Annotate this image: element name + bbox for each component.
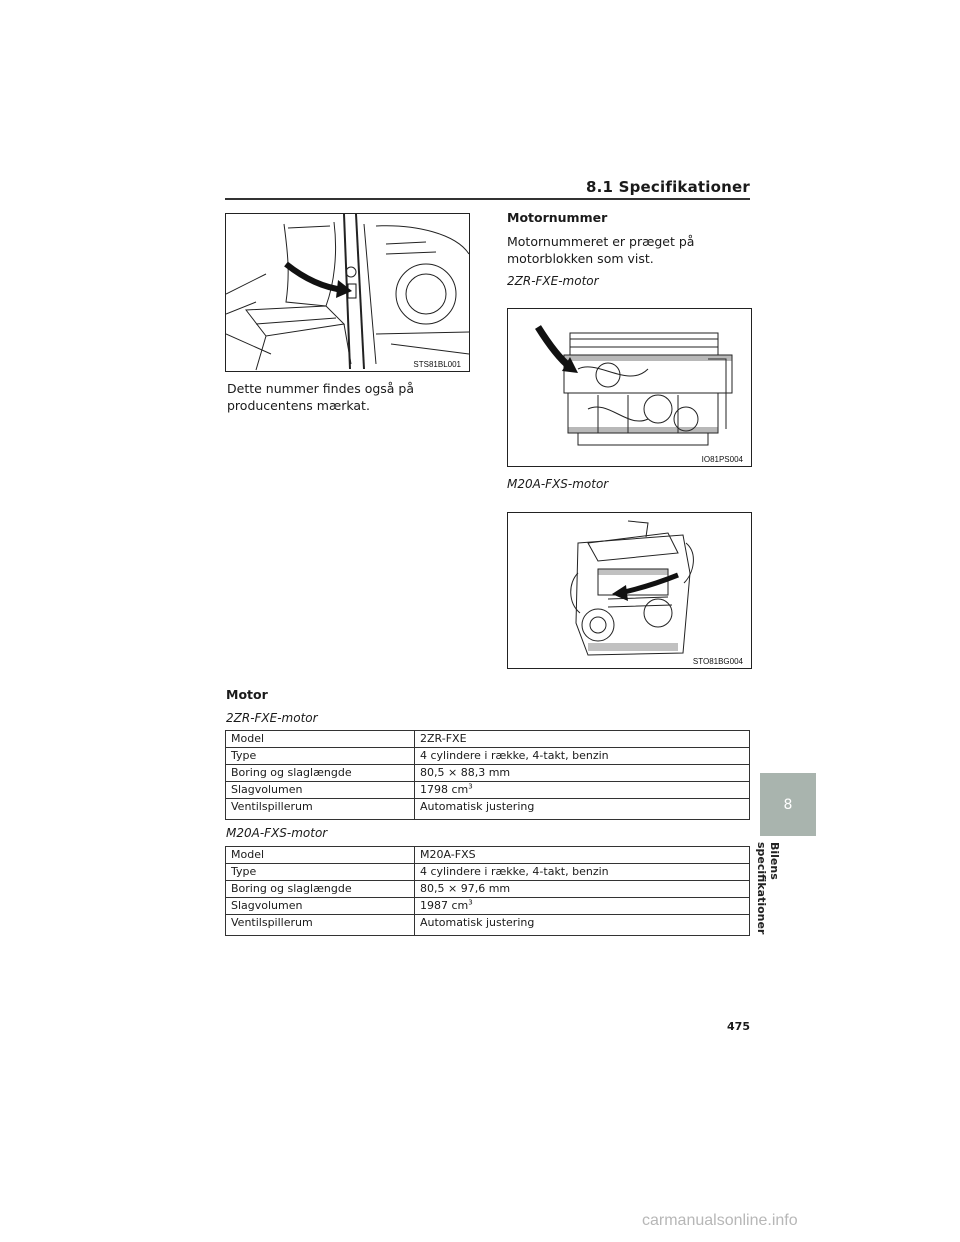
page-number: 475 bbox=[727, 1020, 750, 1033]
spec-name: Ventilspillerum bbox=[225, 914, 415, 936]
spec-table-2zr: Model 2ZR-FXE Type 4 cylindere i række, … bbox=[225, 730, 750, 820]
spec-value: 80,5 × 88,3 mm bbox=[414, 764, 750, 782]
motornummer-heading: Motornummer bbox=[507, 210, 608, 225]
table-row: Type 4 cylindere i række, 4-takt, benzin bbox=[225, 747, 750, 765]
spec-name: Boring og slaglængde bbox=[225, 764, 415, 782]
table1-label: 2ZR-FXE-motor bbox=[226, 711, 318, 725]
chapter-number: 8 bbox=[783, 796, 793, 813]
table2-label: M20A-FXS-motor bbox=[226, 826, 328, 840]
table-row: Slagvolumen 1798 cm3 bbox=[225, 781, 750, 799]
spec-name: Type bbox=[225, 863, 415, 881]
spec-value: 80,5 × 97,6 mm bbox=[414, 880, 750, 898]
spec-value-text: 1798 cm bbox=[420, 783, 469, 796]
door-pillar-illustration: STS81BL001 bbox=[225, 213, 470, 372]
motornummer-text: Motornummeret er præget på motorblokken … bbox=[507, 234, 695, 266]
superscript: 3 bbox=[468, 898, 473, 907]
spec-name: Slagvolumen bbox=[225, 897, 415, 915]
image-code: IO81PS004 bbox=[699, 455, 745, 464]
spec-value: Automatisk justering bbox=[414, 798, 750, 820]
superscript: 3 bbox=[468, 782, 473, 791]
table-row: Slagvolumen 1987 cm3 bbox=[225, 897, 750, 915]
table-row: Type 4 cylindere i række, 4-takt, benzin bbox=[225, 863, 750, 881]
table-row: Ventilspillerum Automatisk justering bbox=[225, 914, 750, 936]
spec-name: Model bbox=[225, 846, 415, 864]
spec-name: Ventilspillerum bbox=[225, 798, 415, 820]
table-row: Model M20A-FXS bbox=[225, 846, 750, 864]
table-row: Boring og slaglængde 80,5 × 88,3 mm bbox=[225, 764, 750, 782]
spec-name: Boring og slaglængde bbox=[225, 880, 415, 898]
table-row: Boring og slaglængde 80,5 × 97,6 mm bbox=[225, 880, 750, 898]
spec-name: Model bbox=[225, 730, 415, 748]
table-row: Model 2ZR-FXE bbox=[225, 730, 750, 748]
spec-value: 2ZR-FXE bbox=[414, 730, 750, 748]
motor-heading: Motor bbox=[226, 687, 268, 702]
image-caption: Dette nummer findes også på producentens… bbox=[227, 381, 415, 413]
spec-value-text: 1987 cm bbox=[420, 899, 469, 912]
image-code: STO81BG004 bbox=[690, 657, 745, 666]
spec-table-m20a: Model M20A-FXS Type 4 cylindere i række,… bbox=[225, 846, 750, 936]
chapter-tab[interactable]: 8 bbox=[760, 773, 816, 836]
chapter-label: Bilens specifikationer bbox=[755, 842, 781, 935]
engine2-label: M20A-FXS-motor bbox=[507, 477, 609, 491]
spec-value: 1798 cm3 bbox=[414, 781, 750, 799]
engine2-illustration: STO81BG004 bbox=[507, 512, 752, 669]
engine1-illustration: IO81PS004 bbox=[507, 308, 752, 467]
section-title: 8.1 Specifikationer bbox=[586, 178, 750, 196]
watermark: carmanualsonline.info bbox=[642, 1212, 798, 1229]
spec-value: 4 cylindere i række, 4-takt, benzin bbox=[414, 747, 750, 765]
spec-value: Automatisk justering bbox=[414, 914, 750, 936]
spec-value: 1987 cm3 bbox=[414, 897, 750, 915]
table-row: Ventilspillerum Automatisk justering bbox=[225, 798, 750, 820]
spec-name: Type bbox=[225, 747, 415, 765]
engine1-label: 2ZR-FXE-motor bbox=[507, 274, 599, 288]
spec-value: 4 cylindere i række, 4-takt, benzin bbox=[414, 863, 750, 881]
header-rule bbox=[225, 198, 750, 200]
spec-name: Slagvolumen bbox=[225, 781, 415, 799]
image-code: STS81BL001 bbox=[411, 360, 463, 369]
spec-value: M20A-FXS bbox=[414, 846, 750, 864]
